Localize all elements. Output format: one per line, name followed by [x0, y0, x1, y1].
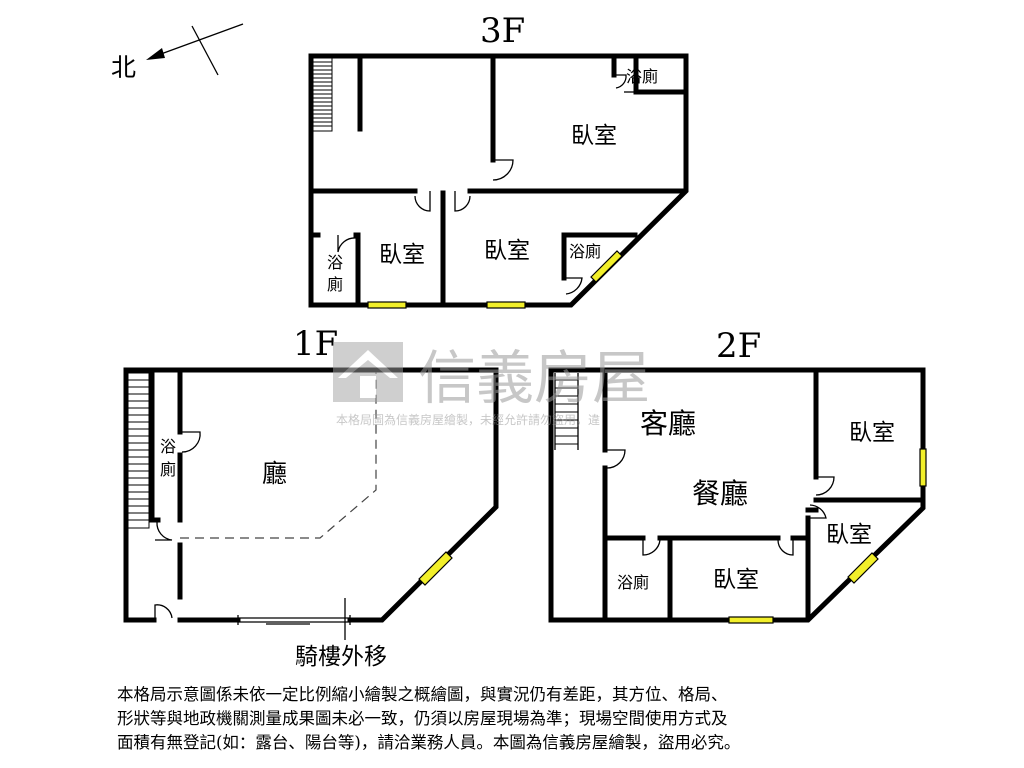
floor-2f-bedroom-s-label: 臥室 [713, 567, 759, 593]
disclaimer-line-2: 形狀等與地政機關測量成果圖未必一致，仍須以房屋現場為準；現場空間使用方式及 [117, 709, 728, 728]
floor-2f-plan: 2F [548, 326, 927, 624]
floor-2f-bedroom-ne-label: 臥室 [849, 420, 895, 446]
floor-3f-bath-w-label-2: 廁 [327, 275, 343, 294]
floor-3f-stairs [311, 57, 333, 132]
disclaimer-line-1: 本格局示意圖係未依一定比例縮小繪製之概繪圖，與實況仍有差距，其方位、格局、 [117, 685, 728, 704]
floor-2f-bath-label: 浴廁 [617, 573, 649, 592]
north-compass: 北 [111, 23, 244, 82]
floor-1f-bath-label-2: 廁 [160, 460, 176, 479]
compass-arrow-line [149, 23, 244, 59]
floor-1f-arcade-note: 騎樓外移 [295, 644, 387, 670]
floor-2f-window-se [847, 552, 879, 584]
brand-logo-icon [333, 342, 403, 402]
floor-1f-bath-label-1: 浴 [160, 437, 176, 456]
disclaimer-line-3: 面積有無登記(如：露台、陽台等)，請洽業務人員。本圖為信義房屋繪製，盜用必究。 [117, 733, 741, 752]
floor-3f-window-sw [367, 301, 407, 309]
floor-1f-title: 1F [293, 324, 338, 364]
floor-2f-bedroom-e-label: 臥室 [826, 522, 872, 548]
floor-2f-window-e [919, 448, 927, 487]
floor-3f-title: 3F [480, 11, 525, 51]
floor-3f-outer-wall [308, 53, 689, 308]
floor-3f-bath-se-label: 浴廁 [569, 242, 601, 261]
disclaimer-text: 本格局示意圖係未依一定比例縮小繪製之概繪圖，與實況仍有差距，其方位、格局、 形狀… [117, 683, 917, 755]
floor-3f-bedroom-s-label: 臥室 [484, 238, 530, 264]
floor-3f-bedroom-ne-label: 臥室 [571, 123, 617, 149]
watermark-brand: 信義房屋 [418, 344, 650, 412]
floor-3f-window-s [486, 301, 526, 309]
floor-1f-hall-label: 廳 [262, 459, 287, 488]
floor-3f-bath-ne-label: 浴廁 [626, 67, 658, 86]
floor-3f-bath-w-label-1: 浴 [327, 253, 343, 272]
floor-1f-doors [154, 431, 201, 620]
floor-2f-dining-label: 餐廳 [692, 477, 748, 510]
north-label: 北 [111, 53, 136, 82]
floor-2f-window-s [728, 616, 774, 624]
floor-3f-doors [337, 74, 636, 295]
floor-3f-window-se [590, 250, 623, 283]
floor-3f-plan: 3F [308, 11, 689, 309]
floor-2f-doors [605, 449, 835, 556]
floor-1f-stairs [127, 372, 150, 529]
compass-arrow-icon [146, 48, 165, 60]
floor-1f-outer-wall [123, 367, 499, 623]
watermark-notice: 本格局圖為信義房屋繪製，未經允許請勿盜用，違 [336, 412, 600, 427]
floor-1f-plan: 1F [123, 324, 499, 670]
floor-2f-title: 2F [716, 326, 761, 366]
floor-3f-bedroom-sw-label: 臥室 [379, 242, 425, 268]
floor-1f-dashed-zone [180, 372, 377, 539]
compass-cross-line [191, 25, 219, 76]
floor-2f-stairs [554, 373, 579, 450]
floor-1f-window [418, 551, 453, 586]
floor-2f-living-label: 客廳 [640, 407, 696, 440]
floor-1f-storefront [237, 615, 351, 625]
brand-watermark: 信義房屋 本格局圖為信義房屋繪製，未經允許請勿盜用，違 [333, 342, 650, 427]
